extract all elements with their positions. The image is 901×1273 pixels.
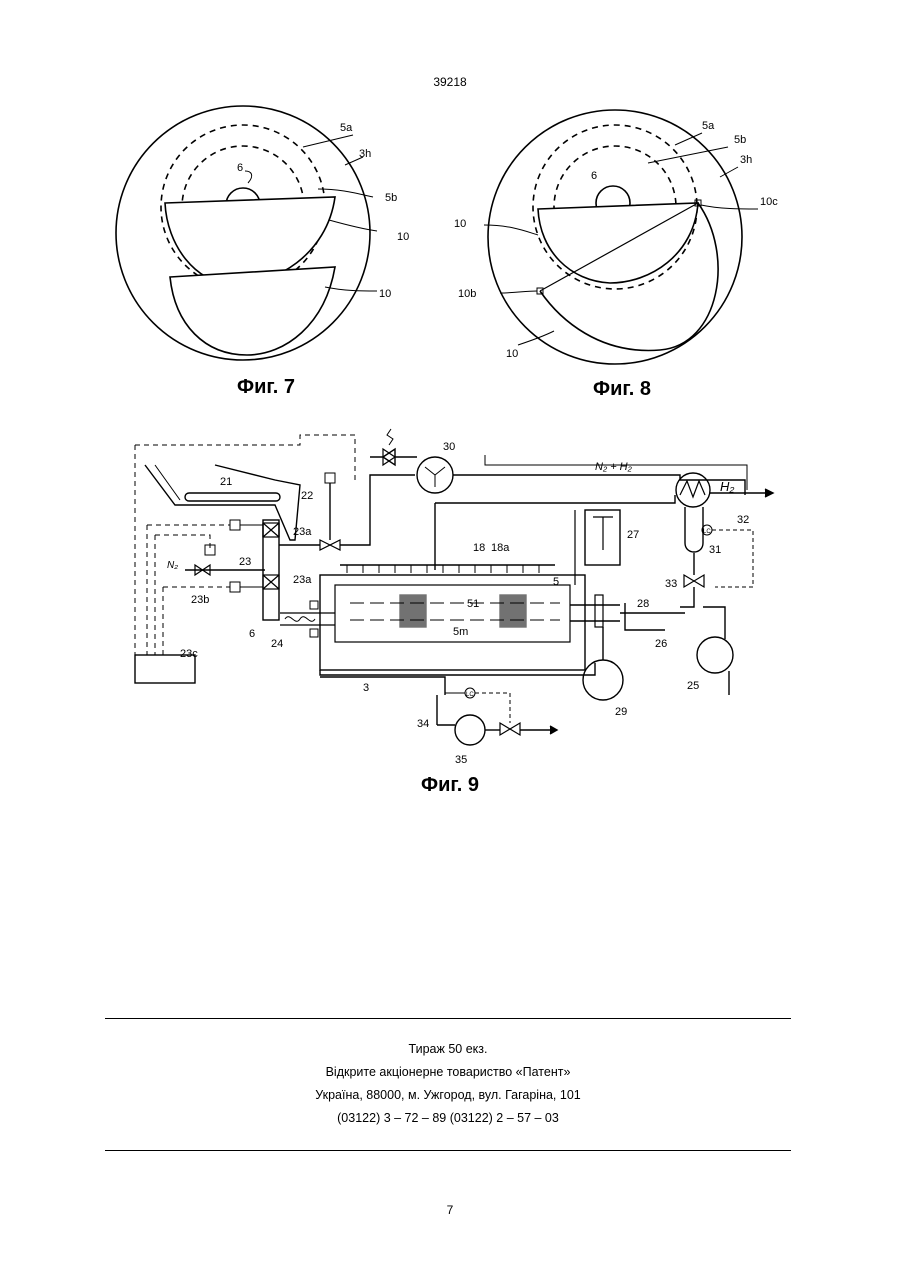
separator-31 — [685, 507, 703, 552]
fig9-label-21: 21 — [220, 476, 232, 488]
imprint-publisher: Відкрите акціонерне товариство «Патент» — [105, 1065, 791, 1079]
fig7-label-6: 6 — [237, 162, 243, 174]
fig9-label-25: 25 — [687, 680, 699, 692]
fig9-label-n2-h2: N₂ + H₂ — [595, 461, 633, 473]
fig8-label-10c: 10c — [760, 196, 778, 208]
fig9-label-34: 34 — [417, 718, 429, 730]
segment-10-lower — [170, 267, 335, 355]
footer-rule-top — [105, 1018, 791, 1019]
fig8-label-10b: 10b — [458, 288, 476, 300]
segment-10-upper — [538, 203, 698, 283]
fig8-label-5b: 5b — [734, 134, 746, 146]
fig9-label-18a: 18a — [491, 542, 510, 554]
fig9-label-lc-top: LC — [703, 529, 711, 535]
fig8-label-6: 6 — [591, 170, 597, 182]
fig7-label-10-lower: 10 — [379, 288, 391, 300]
heat-exchanger — [676, 473, 710, 507]
fig9-label-33: 33 — [665, 578, 677, 590]
fig7-label-3h: 3h — [359, 148, 371, 160]
fig9-label-23: 23 — [239, 556, 251, 568]
fig9-label-24: 24 — [271, 638, 283, 650]
fig9-label-23a-bottom: 23a — [293, 574, 312, 586]
fig9-label-51: 51 — [467, 598, 479, 610]
fig9-label-23c: 23c — [180, 648, 198, 660]
fig9-label-5: 5 — [553, 576, 559, 588]
fig9-label-22: 22 — [301, 490, 313, 502]
pump-25 — [697, 637, 733, 673]
figure-8-caption: Фиг. 8 — [522, 378, 722, 401]
page-code: 39218 — [350, 75, 550, 89]
fig8-label-3h: 3h — [740, 154, 752, 166]
fig9-label-35: 35 — [455, 754, 467, 766]
reactor-housing-3 — [320, 575, 585, 670]
fig9-label-28: 28 — [637, 598, 649, 610]
fig9-label-27: 27 — [627, 529, 639, 541]
fig9-label-29: 29 — [615, 706, 627, 718]
fig8-label-10-left: 10 — [454, 218, 466, 230]
pump-35 — [455, 715, 485, 745]
fig9-label-5m: 5m — [453, 626, 468, 638]
figure-7-caption: Фиг. 7 — [166, 376, 366, 399]
fig9-label-6: 6 — [249, 628, 255, 640]
fig7-label-5a: 5a — [340, 122, 353, 134]
fig9-label-30: 30 — [443, 441, 455, 453]
fig9-label-26: 26 — [655, 638, 667, 650]
page-number: 7 — [350, 1203, 550, 1217]
figure-9-drawing: 30 21 22 23a 23 23a 23b 23c 24 6 3 34 35… — [125, 425, 785, 770]
fig9-label-3: 3 — [363, 682, 369, 694]
figure-9-caption: Фиг. 9 — [350, 774, 550, 797]
fig9-label-n2: N₂ — [167, 560, 178, 571]
fig9-label-18: 18 — [473, 542, 485, 554]
fig9-label-23b: 23b — [191, 594, 209, 606]
conveyor-21 — [185, 493, 280, 501]
figure-8-drawing: 5a 5b 3h 6 10 10c 10b 10 — [470, 105, 790, 375]
fig9-label-32: 32 — [737, 514, 749, 526]
fig8-label-10-bottom: 10 — [506, 348, 518, 360]
fig9-label-h2: H₂ — [720, 479, 734, 494]
fig7-label-5b: 5b — [385, 192, 397, 204]
figure-7-drawing: 5a 3h 6 5b 10 10 — [115, 105, 375, 375]
motor-29 — [583, 660, 623, 700]
footer-rule-bottom — [105, 1150, 791, 1151]
fig9-label-23a-top: 23a — [293, 526, 312, 538]
fig9-label-31: 31 — [709, 544, 721, 556]
fig9-label-lc-bottom: LC — [466, 692, 474, 698]
fig8-label-5a: 5a — [702, 120, 715, 132]
imprint-phones: (03122) 3 – 72 – 89 (03122) 2 – 57 – 03 — [105, 1111, 791, 1125]
imprint-address: Україна, 88000, м. Ужгород, вул. Гагарін… — [105, 1088, 791, 1102]
imprint-circulation: Тираж 50 екз. — [105, 1042, 791, 1056]
fig7-label-10-upper: 10 — [397, 231, 409, 243]
